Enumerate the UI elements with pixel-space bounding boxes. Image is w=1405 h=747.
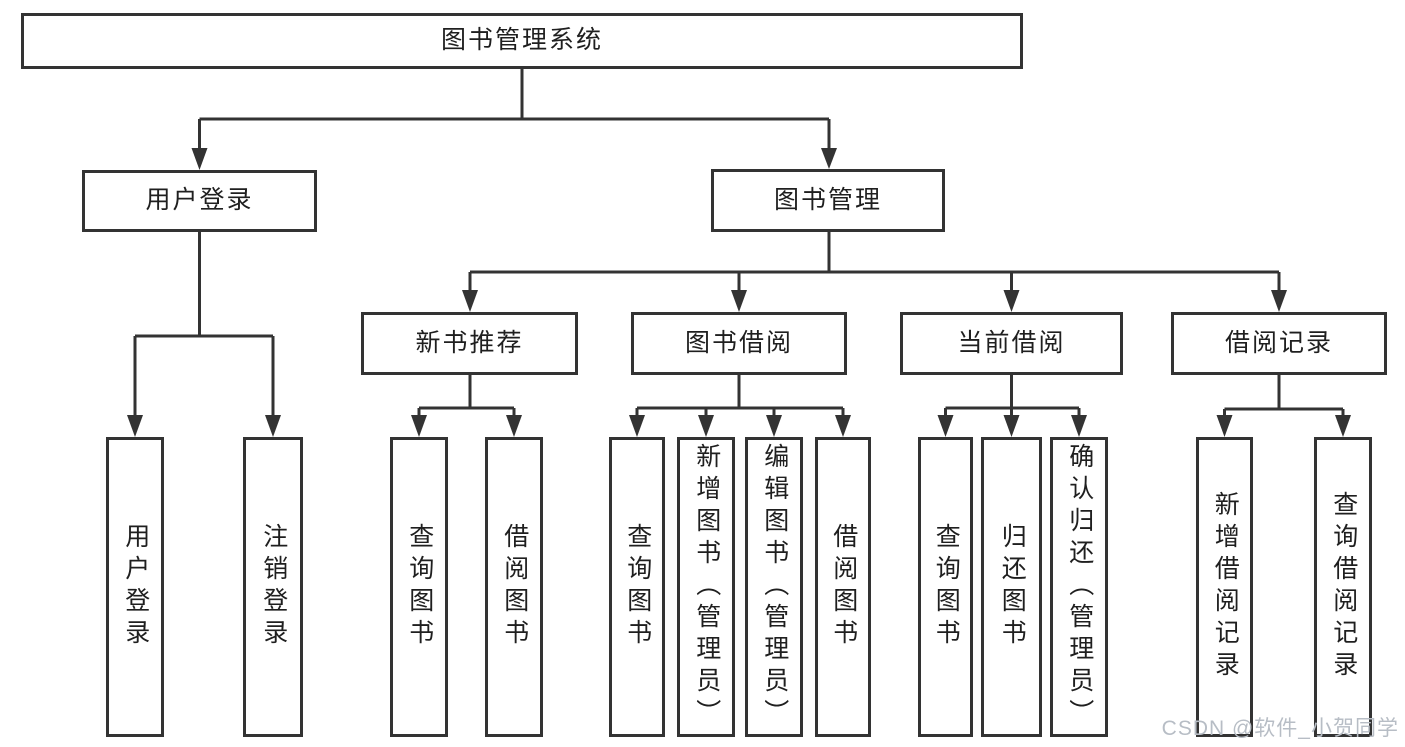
leaf-label: 查询图书 (405, 523, 434, 651)
node-leaf-user-login: 用户登录 (106, 437, 164, 737)
leaf-label: 注销登录 (259, 523, 288, 651)
leaf-label: 查询图书 (623, 523, 652, 651)
node-root-system: 图书管理系统 (21, 13, 1023, 69)
node-borrowing-records: 借阅记录 (1171, 312, 1387, 375)
node-leaf-query-borrow-record: 查询借阅记录 (1314, 437, 1372, 737)
node-leaf-borrow-books: 借阅图书 (815, 437, 871, 737)
node-leaf-return-books: 归还图书 (981, 437, 1042, 737)
leaf-label: 归还图书 (998, 523, 1027, 651)
leaf-label: 编辑图书（管理员） (760, 443, 789, 731)
leaf-label: 查询借阅记录 (1329, 491, 1358, 683)
leaf-label: 新增借阅记录 (1211, 491, 1240, 683)
node-leaf-add-books-admin: 新增图书（管理员） (677, 437, 735, 737)
csdn-watermark: CSDN @软件_小贺同学 (1161, 717, 1399, 740)
node-leaf-confirm-return-admin: 确认归还（管理员） (1050, 437, 1108, 737)
leaf-label: 借阅图书 (500, 523, 529, 651)
node-book-management: 图书管理 (711, 169, 945, 232)
leaf-label: 查询图书 (932, 523, 961, 651)
node-leaf-add-borrow-record: 新增借阅记录 (1196, 437, 1253, 737)
node-leaf-logout: 注销登录 (243, 437, 303, 737)
leaf-label: 借阅图书 (829, 523, 858, 651)
leaf-label: 用户登录 (121, 523, 150, 651)
node-current-borrowing: 当前借阅 (900, 312, 1123, 375)
node-new-book-recommend: 新书推荐 (361, 312, 578, 375)
node-leaf-current-query-books: 查询图书 (918, 437, 973, 737)
node-book-borrowing: 图书借阅 (631, 312, 847, 375)
node-user-login: 用户登录 (82, 170, 317, 232)
node-leaf-borrowing-query-books: 查询图书 (609, 437, 665, 737)
leaf-label: 新增图书（管理员） (692, 443, 721, 731)
leaf-label: 确认归还（管理员） (1065, 443, 1094, 731)
node-leaf-edit-books-admin: 编辑图书（管理员） (745, 437, 803, 737)
node-leaf-recommend-query-books: 查询图书 (390, 437, 448, 737)
node-leaf-recommend-borrow-books: 借阅图书 (485, 437, 543, 737)
